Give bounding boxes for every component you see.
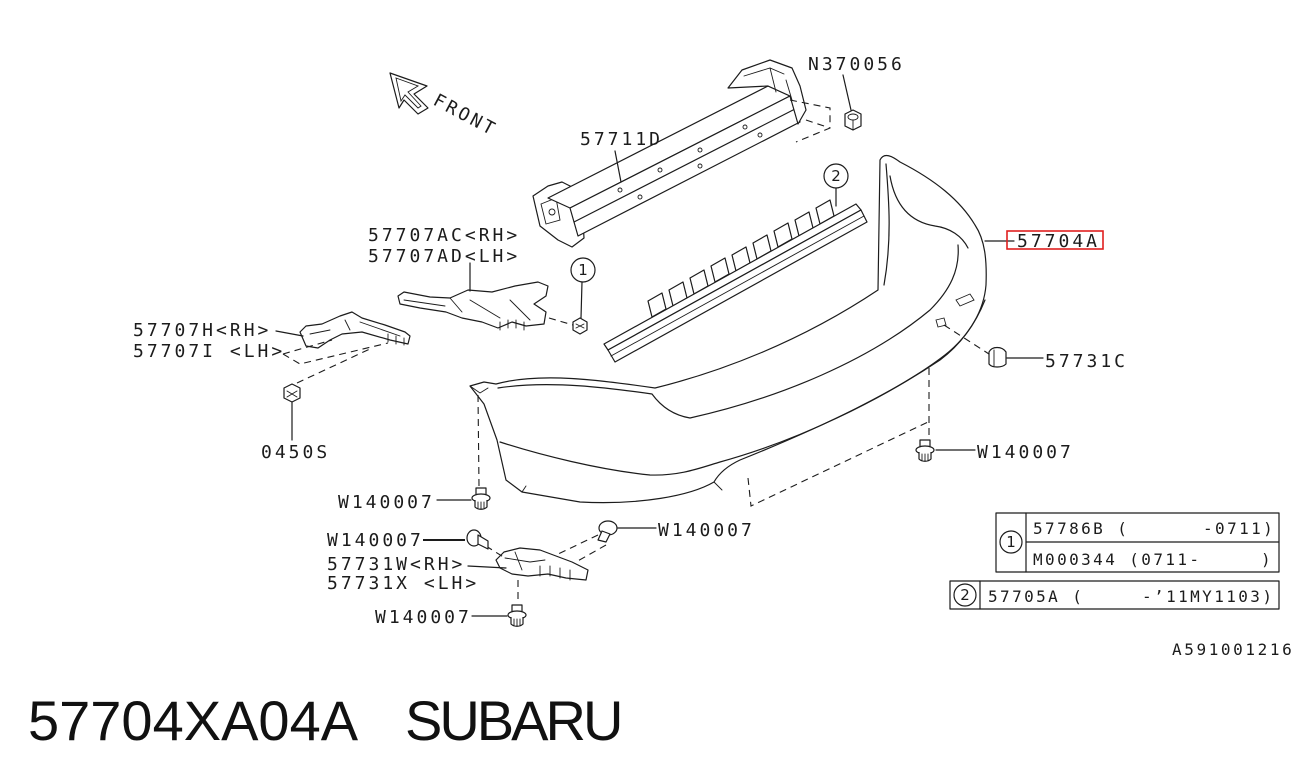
clip-w140007-icon: [507, 604, 527, 627]
clip-57731c-icon: [988, 346, 1007, 368]
clip-w140007-icon: [466, 529, 489, 550]
dashed-guide-line: [282, 339, 389, 384]
screw-0450s-icon: [283, 383, 301, 403]
dashed-guide-line: [555, 534, 607, 563]
label-clip-right: W140007: [977, 442, 1074, 463]
legend-row-part: 57705A (: [988, 587, 1084, 606]
brand-title: SUBARU: [405, 689, 620, 752]
label-clip-bottom: W140007: [375, 607, 472, 628]
upper-bracket: [397, 281, 549, 331]
front-arrow-icon: [389, 72, 429, 115]
lower-bracket: [495, 547, 589, 581]
dashed-guide-line: [485, 545, 506, 559]
leader-line: [467, 565, 507, 569]
clip-w140007-icon: [915, 439, 935, 462]
callout-1-marker: 1: [570, 257, 596, 283]
dashed-guide-line: [477, 394, 480, 487]
legend-callout-1: [999, 530, 1023, 554]
legend-table-2: 2 57705A ( -’11MY1103): [949, 580, 1280, 610]
dashed-guide-line: [747, 421, 929, 507]
callout-2-marker: 2: [823, 163, 849, 189]
legend-table-1: 1 57786B ( -0711) M000344 (0711- ): [995, 512, 1280, 573]
label-clip-left: W140007: [338, 492, 435, 513]
label-bumper-face: 57704A: [1017, 231, 1100, 252]
clip-w140007-icon: [471, 487, 491, 510]
legend-row-part: M000344 (0711-: [1033, 550, 1201, 569]
legend-row-range: -’11MY1103): [1142, 587, 1274, 606]
label-lower-bracket-rh: 57731W<RH>: [327, 554, 465, 575]
part-number-title: 57704XA04A: [28, 689, 359, 752]
nut-icon: [844, 109, 862, 131]
legend-row-range: ): [1261, 550, 1273, 569]
clip-w140007-icon: [597, 520, 618, 543]
dashed-guide-line: [943, 324, 990, 355]
label-screw: 0450S: [261, 442, 330, 463]
label-lower-bracket-lh: 57731X <LH>: [327, 573, 479, 594]
leader-line: [275, 330, 304, 337]
label-side-bracket-lh: 57707I <LH>: [133, 341, 285, 362]
label-nut: N370056: [808, 54, 905, 75]
highlight-box: [1006, 230, 1104, 250]
leader-line: [614, 150, 622, 183]
screw-icon: [572, 317, 588, 335]
leader-line: [842, 74, 852, 111]
label-clip-lower-right: W140007: [658, 520, 755, 541]
label-clip-lower-left: W140007: [327, 530, 424, 551]
label-clip: 57731C: [1045, 351, 1128, 372]
illustration-code: A591001216: [1172, 640, 1294, 659]
label-upper-bracket-lh: 57707AD<LH>: [368, 246, 520, 267]
energy-absorber: [603, 199, 868, 363]
dashed-guide-line: [548, 317, 574, 326]
label-upper-bracket-rh: 57707AC<RH>: [368, 225, 520, 246]
label-side-bracket-rh: 57707H<RH>: [133, 320, 271, 341]
legend-callout-2: [953, 583, 977, 607]
legend-row-part: 57786B (: [1033, 519, 1129, 538]
reinforcement-beam: [532, 59, 831, 248]
front-label: FRONT: [430, 90, 501, 141]
label-reinforcement: 57711D: [580, 129, 663, 150]
bumper-cover: [469, 154, 987, 504]
callout-2-number: 2: [831, 167, 841, 185]
side-bracket: [299, 311, 411, 349]
leader-line: [580, 281, 583, 319]
callout-1-number: 1: [578, 261, 588, 279]
legend-callout-1-number: 1: [1006, 533, 1016, 551]
legend-callout-2-number: 2: [960, 586, 970, 604]
legend-row-range: -0711): [1203, 519, 1275, 538]
